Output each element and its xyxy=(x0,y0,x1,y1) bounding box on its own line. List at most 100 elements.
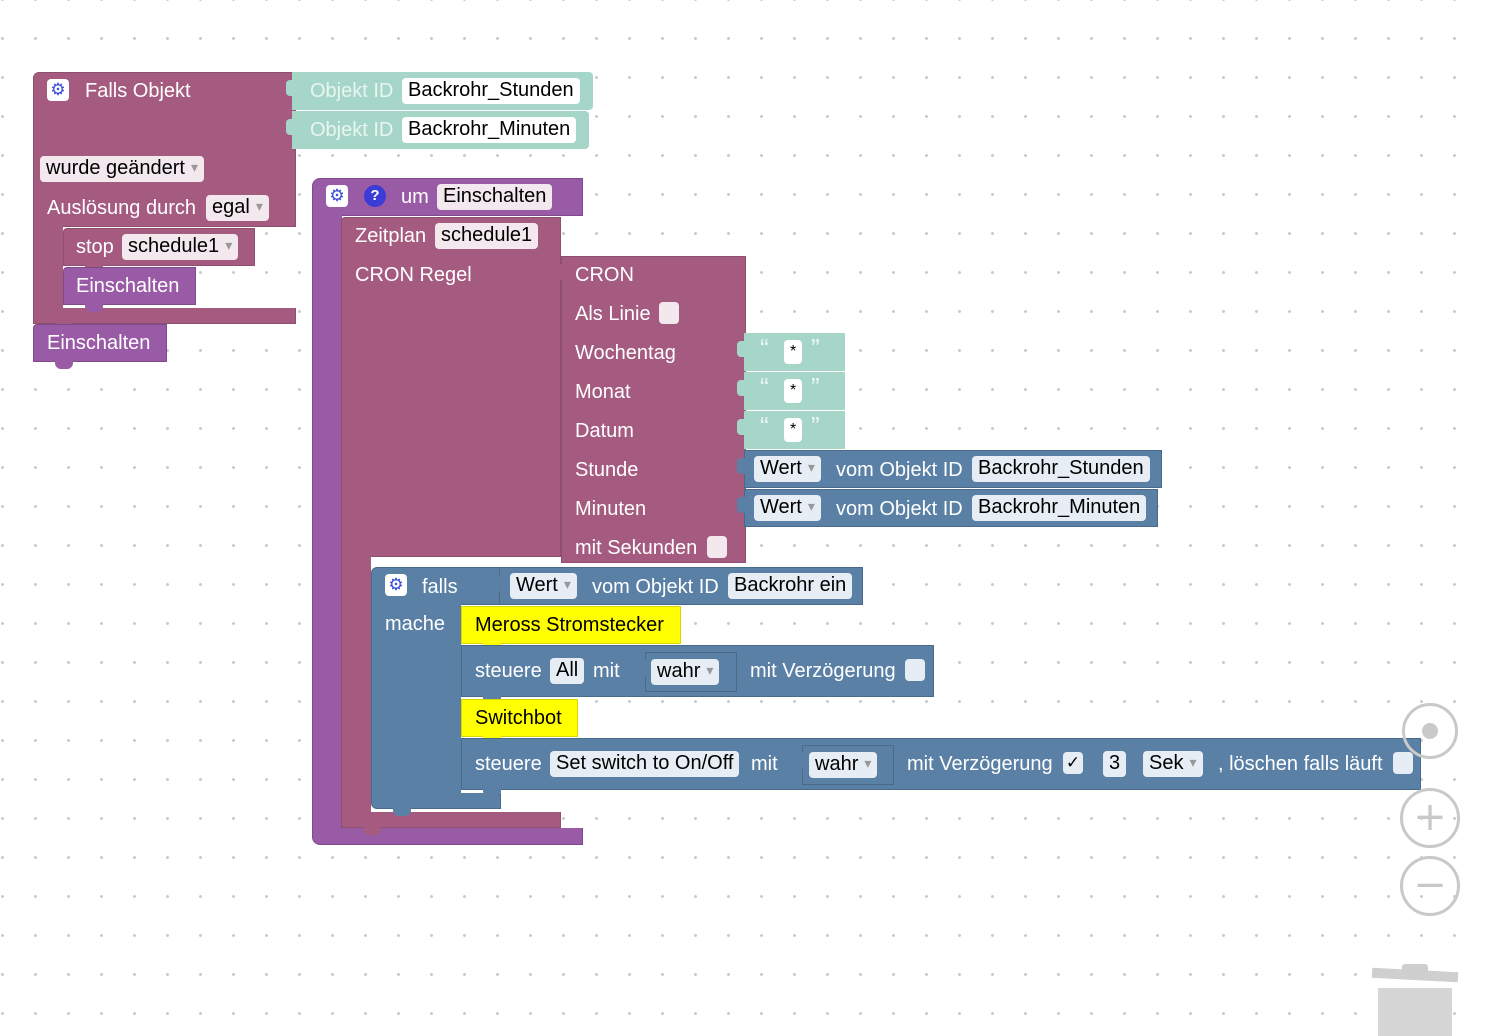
schedule-block[interactable] xyxy=(341,217,561,557)
call-function-outside-block[interactable] xyxy=(33,324,167,362)
recenter-icon[interactable] xyxy=(1402,703,1458,759)
control-block-2[interactable] xyxy=(461,738,1421,790)
trash-lid-handle xyxy=(1402,964,1428,972)
weekday-string-notch xyxy=(737,341,745,357)
trigger-block-body xyxy=(33,226,63,310)
object-id-notch-1 xyxy=(286,80,294,96)
control-2-tab xyxy=(483,789,501,797)
function-help-icon[interactable]: ? xyxy=(364,185,386,207)
if-block-bottom xyxy=(371,793,501,809)
date-label: Datum xyxy=(575,420,634,442)
control-1-target[interactable]: All xyxy=(550,658,585,684)
control-2-unit-dropdown[interactable]: Sek xyxy=(1143,751,1203,777)
call-function-label: Einschalten xyxy=(76,275,180,297)
hour-of-object-label: vom Objekt ID xyxy=(836,459,963,481)
schedule-block-bottom xyxy=(341,812,561,828)
date-string-value[interactable]: * xyxy=(784,418,803,442)
minutes-label: Minuten xyxy=(575,498,647,520)
control-1-delay-checkbox[interactable] xyxy=(905,659,925,681)
control-2-clear-checkbox[interactable] xyxy=(1393,752,1413,774)
comment-block-2[interactable] xyxy=(461,699,578,737)
hour-value-dropdown[interactable]: Wert xyxy=(754,456,821,482)
recenter-icon-dot xyxy=(1422,723,1438,739)
hour-label: Stunde xyxy=(575,459,639,481)
trigger-block-bottom xyxy=(33,308,296,324)
control-1-bool-dropdown[interactable]: wahr xyxy=(651,659,720,685)
schedule-bottom-tab xyxy=(363,827,381,835)
trigger-by-label: Auslösung durch xyxy=(47,197,196,219)
cron-block[interactable] xyxy=(561,256,746,563)
function-gear-icon[interactable]: ⚙ xyxy=(326,185,348,207)
zoom-out-icon[interactable]: − xyxy=(1400,856,1460,916)
date-open-quote: “ xyxy=(760,411,769,441)
schedule-block-body xyxy=(341,556,371,814)
condition-dropdown[interactable]: wurde geändert xyxy=(40,156,205,182)
weekday-open-quote: “ xyxy=(760,333,769,363)
if-block-left xyxy=(371,604,461,798)
control-2-target[interactable]: Set switch to On/Off xyxy=(550,751,740,777)
function-name-field[interactable]: Einschalten xyxy=(437,184,553,210)
seconds-checkbox[interactable] xyxy=(707,536,727,558)
date-string-notch xyxy=(737,419,745,435)
function-prefix: um xyxy=(401,186,429,208)
if-object-field[interactable]: Backrohr ein xyxy=(728,573,853,599)
trash-icon[interactable] xyxy=(1371,964,1459,1036)
hour-object-field[interactable]: Backrohr_Stunden xyxy=(972,456,1150,482)
object-id-value-2[interactable]: Backrohr_Minuten xyxy=(402,117,577,143)
function-block-bottom xyxy=(312,828,583,845)
object-id-label-2: Objekt ID xyxy=(310,119,394,141)
trigger-title: Falls Objekt xyxy=(85,80,191,102)
if-condition-notch xyxy=(492,575,500,591)
control-2-delay-label: mit Verzögerung xyxy=(907,753,1053,775)
if-gear-icon[interactable]: ⚙ xyxy=(385,574,407,596)
comment-text-1: Meross Stromstecker xyxy=(475,614,664,636)
as-line-label: Als Linie xyxy=(575,303,651,325)
schedule-name-field[interactable]: schedule1 xyxy=(435,223,539,249)
comment-block-1[interactable] xyxy=(461,606,681,644)
call-function-tab xyxy=(85,304,103,312)
stop-label: stop xyxy=(76,236,114,258)
if-bottom-tab xyxy=(393,808,411,816)
minutes-object-field[interactable]: Backrohr_Minuten xyxy=(972,495,1147,521)
function-block-body xyxy=(312,215,342,831)
object-id-value-1[interactable]: Backrohr_Stunden xyxy=(402,78,580,104)
month-string-value[interactable]: * xyxy=(784,379,803,403)
month-string-notch xyxy=(737,380,745,396)
control-2-label: steuere xyxy=(475,753,542,775)
schedule-label: Zeitplan xyxy=(355,225,427,247)
stop-schedule-dropdown[interactable]: schedule1 xyxy=(122,234,239,260)
cron-notch xyxy=(554,264,562,280)
trigger-by-dropdown[interactable]: egal xyxy=(206,195,269,221)
seconds-label: mit Sekunden xyxy=(575,537,698,559)
zoom-in-icon[interactable]: + xyxy=(1400,788,1460,848)
month-open-quote: “ xyxy=(760,372,769,402)
do-label: mache xyxy=(385,613,446,635)
if-of-object-label: vom Objekt ID xyxy=(592,576,719,598)
control-2-clear-label: , löschen falls läuft xyxy=(1218,753,1383,775)
control-1-label: steuere xyxy=(475,660,542,682)
call-function-outside-tab xyxy=(55,361,73,369)
comment-text-2: Switchbot xyxy=(475,707,562,729)
object-id-label-1: Objekt ID xyxy=(310,80,394,102)
as-line-checkbox[interactable] xyxy=(659,302,679,324)
control-1-bool-notch xyxy=(638,660,646,676)
date-close-quote: ” xyxy=(811,411,820,441)
if-label: falls xyxy=(422,576,458,598)
month-close-quote: ” xyxy=(811,372,820,402)
object-id-notch-2 xyxy=(286,119,294,135)
minutes-value-dropdown[interactable]: Wert xyxy=(754,495,821,521)
control-1-with: mit xyxy=(593,660,620,682)
control-2-delay-checkbox[interactable]: ✓ xyxy=(1063,752,1083,774)
weekday-label: Wochentag xyxy=(575,342,676,364)
trash-body xyxy=(1378,988,1452,1036)
if-value-dropdown[interactable]: Wert xyxy=(510,573,577,599)
trigger-gear-icon[interactable]: ⚙ xyxy=(47,79,69,101)
minutes-value-notch xyxy=(737,497,745,513)
call-function-block[interactable] xyxy=(63,267,196,305)
cron-rule-label: CRON Regel xyxy=(355,264,472,286)
control-2-bool-dropdown[interactable]: wahr xyxy=(809,752,878,778)
month-label: Monat xyxy=(575,381,631,403)
control-2-bool-notch xyxy=(795,753,803,769)
control-2-delay-amount[interactable]: 3 xyxy=(1103,751,1127,777)
weekday-string-value[interactable]: * xyxy=(784,340,803,364)
